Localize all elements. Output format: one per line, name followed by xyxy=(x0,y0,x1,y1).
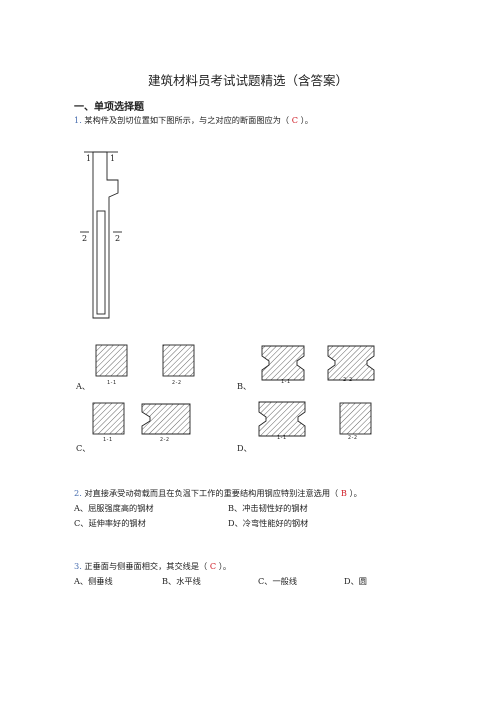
option-c-sec1-label: 1-1 xyxy=(103,437,113,443)
question-3-text: 正垂面与侧垂面相交，其交线是（ xyxy=(84,561,208,571)
option-b-sec2-label: 2-2 xyxy=(343,377,353,383)
question-2-option-a: A、屈服强度高的钢材 xyxy=(74,503,154,513)
question-1: 1. 某构件及剖切位置如下图所示，与之对应的断面图应为（ C ）。 xyxy=(74,114,313,126)
option-d-section-1-1 xyxy=(258,401,306,437)
question-3-number: 3. xyxy=(74,561,82,571)
question-2-option-c: C、延伸率好的钢材 xyxy=(74,518,146,528)
option-c-section-2-2 xyxy=(141,403,191,435)
option-a-sec1-label: 1-1 xyxy=(107,380,117,386)
cut-label-1-left: 1 xyxy=(86,154,92,163)
option-a-label: A、 xyxy=(76,381,91,391)
question-2-number: 2. xyxy=(74,488,82,498)
page-title: 建筑材料员考试试题精选（含答案） xyxy=(147,73,348,88)
question-3-option-a: A、侧垂线 xyxy=(74,576,113,586)
option-b-label: B、 xyxy=(237,381,252,391)
question-1-text: 某构件及剖切位置如下图所示，与之对应的断面图应为（ xyxy=(84,115,290,125)
question-1-text-end: ）。 xyxy=(300,115,313,125)
option-c-sec2-label: 2-2 xyxy=(160,437,170,443)
option-b-section-1-1 xyxy=(261,345,305,381)
option-d-label: D、 xyxy=(237,443,252,453)
option-c-section-1-1 xyxy=(92,402,125,435)
question-2-answer: B xyxy=(340,488,347,498)
option-d-section-2-2 xyxy=(339,402,372,435)
option-d-sec2-label: 2-2 xyxy=(348,435,358,441)
option-b-sections xyxy=(261,345,375,381)
option-b-section-2-2 xyxy=(327,345,375,381)
section-heading: 一、单项选择题 xyxy=(74,102,144,113)
question-1-answer: C xyxy=(291,115,298,125)
option-a-sec2-label: 2-2 xyxy=(172,380,182,386)
question-1-number: 1. xyxy=(74,115,82,125)
question-2-text: 对直接承受动荷载而且在负温下工作的重要结构用钢应特别注意选用（ xyxy=(84,488,339,498)
question-3-option-c: C、一般线 xyxy=(258,576,298,586)
question-3-text-end: ）。 xyxy=(218,561,232,571)
option-a-sections xyxy=(95,344,195,377)
option-c-sections xyxy=(92,402,191,435)
question-2-option-b: B、冲击韧性好的钢材 xyxy=(228,503,308,513)
option-a-section-1-1 xyxy=(95,344,128,377)
question-2-option-d: D、冷弯性能好的钢材 xyxy=(228,518,309,528)
question-3-option-d: D、圆 xyxy=(344,576,367,586)
cut-label-2-right: 2 xyxy=(115,234,121,243)
question-2-text-end: ）。 xyxy=(349,488,362,498)
option-b-sec1-label: 1-1 xyxy=(281,379,291,385)
question-2: 2. 对直接承受动荷载而且在负温下工作的重要结构用钢应特别注意选用（ B ）。 xyxy=(74,487,362,499)
member-elevation-drawing xyxy=(80,151,122,319)
option-d-sections xyxy=(258,401,372,437)
question-3-answer: C xyxy=(209,561,217,571)
question-3: 3. 正垂面与侧垂面相交，其交线是（ C ）。 xyxy=(74,560,231,572)
option-d-sec1-label: 1-1 xyxy=(277,435,287,441)
question-3-option-b: B、水平线 xyxy=(162,576,201,586)
cut-label-2-left: 2 xyxy=(82,234,88,243)
cut-label-1-right: 1 xyxy=(110,154,116,163)
option-a-section-2-2 xyxy=(162,344,195,377)
option-c-label: C、 xyxy=(76,443,91,453)
